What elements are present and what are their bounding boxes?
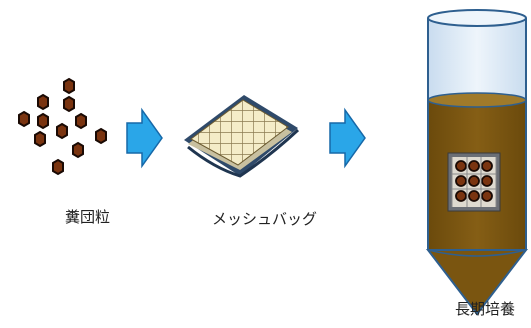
pellet — [52, 158, 64, 176]
step-label-long-term-culture: 長期培養 — [455, 300, 516, 318]
arrow-right-icon — [126, 107, 163, 169]
pellet — [481, 160, 493, 172]
pellet — [455, 190, 467, 202]
pellet — [455, 160, 467, 172]
submerged-mesh-bag — [447, 152, 501, 212]
pellet — [481, 190, 493, 202]
pellet — [468, 190, 480, 202]
pellet — [75, 112, 87, 130]
pellet — [56, 122, 68, 140]
pellet — [468, 160, 480, 172]
pellet — [63, 77, 75, 95]
mesh-bag — [184, 95, 300, 178]
step-label-mesh-bag: メッシュバッグ — [212, 210, 318, 228]
pellet — [34, 130, 46, 148]
pellet — [455, 175, 467, 187]
pellet — [468, 175, 480, 187]
pellet — [481, 175, 493, 187]
pellet — [63, 95, 75, 113]
pellet — [72, 141, 84, 159]
pellet — [37, 93, 49, 111]
fecal-pellet-cluster — [18, 77, 107, 176]
pellet — [18, 110, 30, 128]
step-label-fecal-pellets: 糞団粒 — [65, 208, 111, 226]
arrow-right-icon — [329, 107, 366, 169]
culture-tube — [425, 9, 529, 316]
pellet — [95, 127, 107, 145]
pellet — [37, 112, 49, 130]
